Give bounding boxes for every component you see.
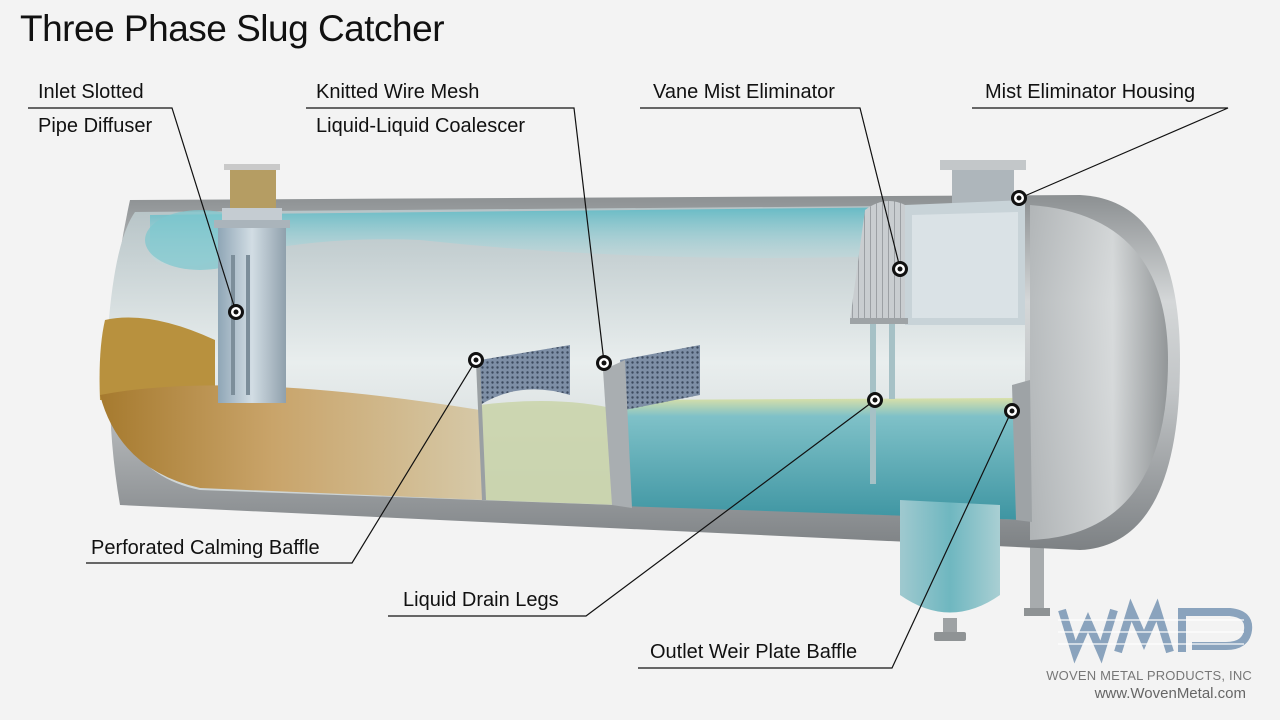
company-website: www.WovenMetal.com xyxy=(1094,685,1246,702)
diagram-title: Three Phase Slug Catcher xyxy=(20,8,445,49)
mid-liquid xyxy=(480,401,620,505)
marker-housing xyxy=(1011,190,1027,206)
perforated-calming-baffle xyxy=(476,345,570,500)
marker-inlet xyxy=(228,304,244,320)
marker-calming xyxy=(468,352,484,368)
oil-layer xyxy=(99,317,485,500)
callout-markers xyxy=(228,190,1027,419)
label-mesh-line2: Liquid-Liquid Coalescer xyxy=(316,115,526,137)
label-inlet-line1: Inlet Slotted xyxy=(38,81,144,103)
drain-boot xyxy=(900,500,1000,641)
label-liquid-drain-legs: Liquid Drain Legs xyxy=(403,589,559,611)
marker-mesh xyxy=(596,355,612,371)
label-perforated-calming-baffle: Perforated Calming Baffle xyxy=(91,537,320,559)
wmp-logo xyxy=(1058,598,1253,664)
mist-eliminator-housing xyxy=(905,160,1026,325)
marker-drain xyxy=(867,392,883,408)
company-name: WOVEN METAL PRODUCTS, INC xyxy=(1046,668,1252,683)
water-section xyxy=(620,398,1028,520)
leader-lines xyxy=(28,107,1229,669)
label-inlet-line2: Pipe Diffuser xyxy=(38,115,153,137)
label-outlet-weir-plate-baffle: Outlet Weir Plate Baffle xyxy=(650,641,858,663)
marker-weir xyxy=(1004,403,1020,419)
label-vane-mist-eliminator: Vane Mist Eliminator xyxy=(653,81,835,103)
marker-vane xyxy=(892,261,908,277)
label-mesh-line1: Knitted Wire Mesh xyxy=(316,81,480,103)
label-mist-eliminator-housing: Mist Eliminator Housing xyxy=(985,81,1196,103)
mesh-coalescer xyxy=(603,345,700,508)
